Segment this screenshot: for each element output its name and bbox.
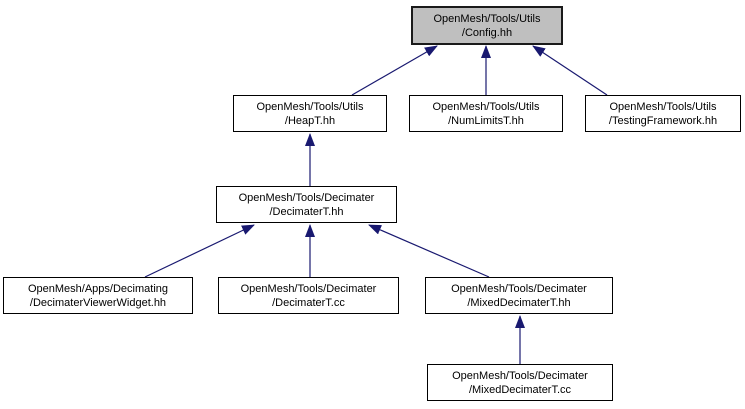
node-label-line: /DecimaterT.cc xyxy=(272,296,345,309)
node-numlimitst-hh[interactable]: OpenMesh/Tools/Utils /NumLimitsT.hh xyxy=(409,95,563,132)
node-decimatert-hh[interactable]: OpenMesh/Tools/Decimater /DecimaterT.hh xyxy=(216,186,397,223)
node-label-line: OpenMesh/Tools/Decimater xyxy=(451,282,587,295)
node-label-line: OpenMesh/Tools/Utils xyxy=(432,100,540,113)
edge-heapt-to-config xyxy=(351,45,438,96)
node-label-line: /TestingFramework.hh xyxy=(608,114,718,127)
edge-viewerwidget-to-decimatert-hh xyxy=(144,224,255,278)
node-label-line: OpenMesh/Tools/Decimater xyxy=(452,369,588,382)
node-label-line: /DecimaterViewerWidget.hh xyxy=(29,296,167,309)
node-label-line: OpenMesh/Tools/Decimater xyxy=(240,282,377,295)
node-label-line: /Config.hh xyxy=(461,26,513,39)
node-label-line: OpenMesh/Tools/Utils xyxy=(433,12,541,25)
node-heapt-hh[interactable]: OpenMesh/Tools/Utils /HeapT.hh xyxy=(233,95,387,132)
node-label-line: OpenMesh/Tools/Utils xyxy=(609,100,717,113)
node-label-line: /NumLimitsT.hh xyxy=(448,114,524,127)
node-label-line: OpenMesh/Tools/Decimater xyxy=(238,191,375,204)
node-label-line: /DecimaterT.hh xyxy=(269,205,344,218)
node-label-line: /MixedDecimaterT.cc xyxy=(468,383,572,396)
node-config-hh: OpenMesh/Tools/Utils /Config.hh xyxy=(411,6,563,45)
node-label-line: /HeapT.hh xyxy=(284,114,336,127)
edge-testingframework-to-config xyxy=(532,45,608,96)
node-mixeddecimatert-hh[interactable]: OpenMesh/Tools/Decimater /MixedDecimater… xyxy=(425,277,613,314)
node-label-line: OpenMesh/Apps/Decimating xyxy=(27,282,168,295)
node-label-line: /MixedDecimaterT.hh xyxy=(467,296,571,309)
node-mixeddecimatert-cc[interactable]: OpenMesh/Tools/Decimater /MixedDecimater… xyxy=(427,364,613,401)
node-decimaterviewerwidget-hh[interactable]: OpenMesh/Apps/Decimating /DecimaterViewe… xyxy=(3,277,193,314)
node-label-line: OpenMesh/Tools/Utils xyxy=(256,100,364,113)
node-testingframework-hh[interactable]: OpenMesh/Tools/Utils /TestingFramework.h… xyxy=(585,95,741,132)
node-decimatert-cc[interactable]: OpenMesh/Tools/Decimater /DecimaterT.cc xyxy=(218,277,399,314)
edge-mixed-hh-to-decimatert-hh xyxy=(368,224,490,278)
